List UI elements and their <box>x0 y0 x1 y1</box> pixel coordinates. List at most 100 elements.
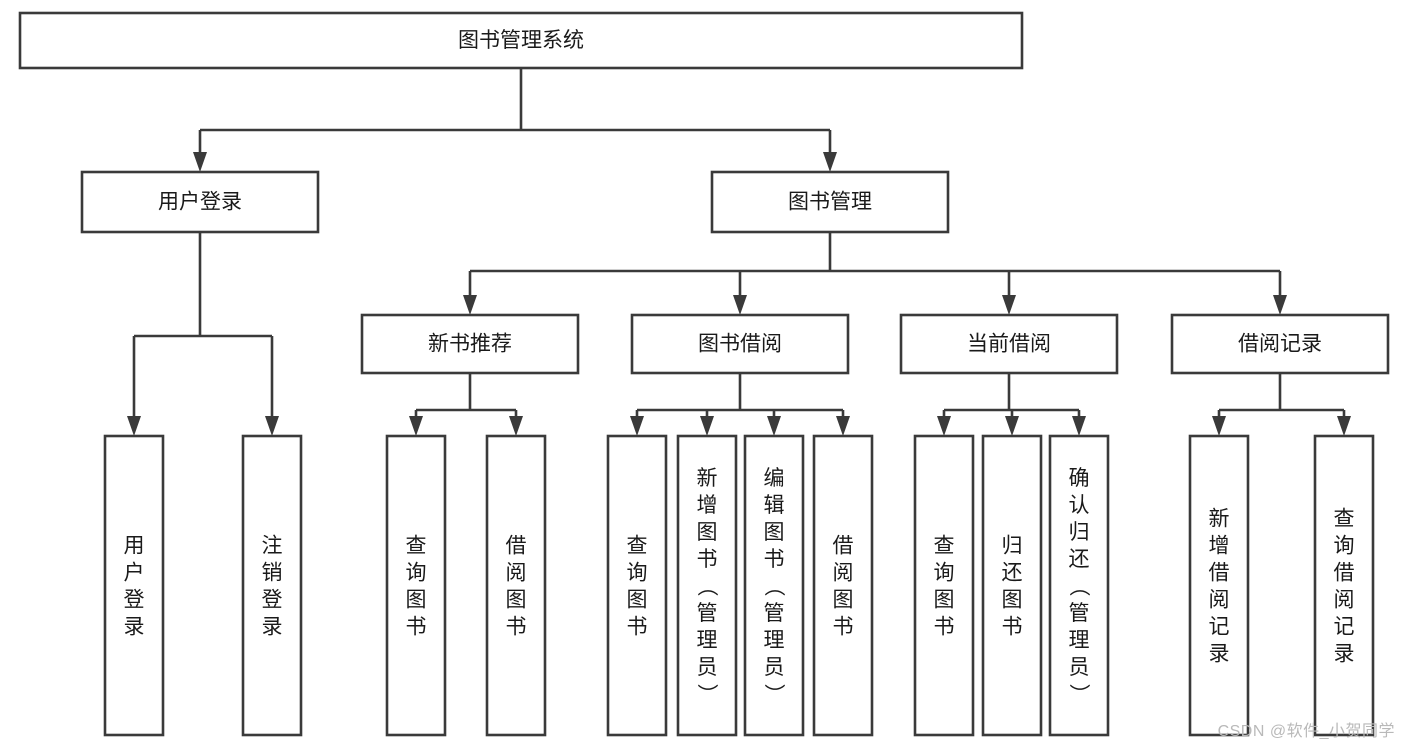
node-label-char-borrow-book-nbr-3: 书 <box>506 616 527 639</box>
node-label-char-user-logout-leaf-3: 录 <box>262 616 283 639</box>
node-label-char-edit-book-bb-4: （ <box>762 576 785 597</box>
node-label-char-edit-book-bb-0: 编 <box>764 467 785 490</box>
cb_bar-branch-2-arrow-icon <box>1072 416 1086 436</box>
node-label-char-query-borrow-record-5: 录 <box>1334 643 1355 666</box>
node-box-book-management[interactable] <box>710 170 950 234</box>
level2-branch-0-arrow-icon <box>463 295 477 315</box>
node-box-book-borrow[interactable] <box>630 313 850 375</box>
node-label-char-query-borrow-record-4: 记 <box>1334 616 1355 639</box>
node-user-login-leaf[interactable]: 用户登录 <box>103 434 165 737</box>
node-label-borrow-record: 借阅记录 <box>1238 333 1322 356</box>
node-label-char-confirm-return-cb-1: 认 <box>1069 494 1090 517</box>
node-label-book-borrow: 图书借阅 <box>698 333 782 356</box>
node-label-char-confirm-return-cb-2: 归 <box>1069 521 1090 544</box>
level1-branch-1-arrow-icon <box>823 152 837 172</box>
node-box-confirm-return-cb[interactable] <box>1048 434 1110 737</box>
level2-branch-2-arrow-icon <box>1002 295 1016 315</box>
node-box-borrow-book-nbr[interactable] <box>485 434 547 737</box>
node-label-char-user-login-leaf-1: 户 <box>124 562 145 585</box>
node-box-borrow-record[interactable] <box>1170 313 1390 375</box>
node-box-query-book-bb[interactable] <box>606 434 668 737</box>
node-label-char-add-borrow-record-2: 借 <box>1209 562 1230 585</box>
node-label-root: 图书管理系统 <box>458 29 584 52</box>
level2-branch-3-arrow-icon <box>1273 295 1287 315</box>
node-current-borrow[interactable]: 当前借阅 <box>899 313 1119 375</box>
node-label-char-edit-book-bb-1: 辑 <box>764 494 785 517</box>
bb_bar-branch-1-arrow-icon <box>700 416 714 436</box>
node-label-char-return-book-cb-1: 还 <box>1002 562 1023 585</box>
node-box-query-book-nbr[interactable] <box>385 434 447 737</box>
node-label-char-add-book-bb-0: 新 <box>697 467 718 490</box>
node-label-char-query-borrow-record-1: 询 <box>1334 535 1355 558</box>
node-box-query-borrow-record[interactable] <box>1313 434 1375 737</box>
node-box-user-login[interactable] <box>80 170 320 234</box>
node-new-book-recommend[interactable]: 新书推荐 <box>360 313 580 375</box>
cb_bar-branch-1-arrow-icon <box>1005 416 1019 436</box>
node-box-add-book-bb[interactable] <box>676 434 738 737</box>
node-box-edit-book-bb[interactable] <box>743 434 805 737</box>
node-label-char-query-book-cb-0: 查 <box>934 535 955 558</box>
node-label-char-confirm-return-cb-3: 还 <box>1069 548 1090 571</box>
node-label-char-query-book-bb-0: 查 <box>627 535 648 558</box>
node-label-book-management: 图书管理 <box>788 191 872 214</box>
node-label-char-add-borrow-record-5: 录 <box>1209 643 1230 666</box>
node-box-user-logout-leaf[interactable] <box>241 434 303 737</box>
node-box-borrow-book-bb[interactable] <box>812 434 874 737</box>
node-label-char-confirm-return-cb-7: 员 <box>1069 656 1090 679</box>
node-label-char-user-logout-leaf-0: 注 <box>262 535 283 558</box>
node-book-borrow[interactable]: 图书借阅 <box>630 313 850 375</box>
node-label-char-borrow-book-bb-0: 借 <box>833 535 854 558</box>
node-user-login[interactable]: 用户登录 <box>80 170 320 234</box>
node-label-char-query-book-cb-1: 询 <box>934 562 955 585</box>
node-label-char-add-borrow-record-3: 阅 <box>1209 589 1230 612</box>
node-box-new-book-recommend[interactable] <box>360 313 580 375</box>
node-label-char-add-borrow-record-0: 新 <box>1209 508 1230 531</box>
node-label-char-add-book-bb-8: ） <box>695 684 718 705</box>
node-box-user-login-leaf[interactable] <box>103 434 165 737</box>
node-borrow-record[interactable]: 借阅记录 <box>1170 313 1390 375</box>
node-box-add-borrow-record[interactable] <box>1188 434 1250 737</box>
node-label-char-add-borrow-record-1: 增 <box>1209 535 1230 558</box>
node-box-current-borrow[interactable] <box>899 313 1119 375</box>
node-book-management[interactable]: 图书管理 <box>710 170 950 234</box>
node-label-char-borrow-book-nbr-1: 阅 <box>506 562 527 585</box>
node-label-char-query-book-bb-1: 询 <box>627 562 648 585</box>
node-label-char-borrow-book-bb-3: 书 <box>833 616 854 639</box>
node-label-char-add-book-bb-6: 理 <box>697 629 718 652</box>
node-label-char-query-borrow-record-2: 借 <box>1334 562 1355 585</box>
node-label-new-book-recommend: 新书推荐 <box>428 333 512 356</box>
node-label-char-query-book-cb-2: 图 <box>934 589 955 612</box>
node-label-current-borrow: 当前借阅 <box>967 333 1051 356</box>
node-label-char-edit-book-bb-2: 图 <box>764 521 785 544</box>
node-label-char-query-book-cb-3: 书 <box>934 616 955 639</box>
node-label-char-add-book-bb-2: 图 <box>697 521 718 544</box>
node-label-char-user-login-leaf-2: 登 <box>124 589 145 612</box>
bb_bar-branch-2-arrow-icon <box>767 416 781 436</box>
node-label-char-query-book-nbr-0: 查 <box>406 535 427 558</box>
node-label-char-query-book-bb-2: 图 <box>627 589 648 612</box>
node-box-root[interactable] <box>18 11 1024 70</box>
level2-branch-1-arrow-icon <box>733 295 747 315</box>
user-login-leaf-branch-1-arrow-icon <box>265 416 279 436</box>
node-label-char-query-book-nbr-3: 书 <box>406 616 427 639</box>
node-label-char-add-borrow-record-4: 记 <box>1209 616 1230 639</box>
node-box-return-book-cb[interactable] <box>981 434 1043 737</box>
node-box-query-book-cb[interactable] <box>913 434 975 737</box>
node-root[interactable]: 图书管理系统 <box>18 11 1024 70</box>
user-login-leaf-branch-0-arrow-icon <box>127 416 141 436</box>
node-label-char-edit-book-bb-6: 理 <box>764 629 785 652</box>
node-label-char-return-book-cb-2: 图 <box>1002 589 1023 612</box>
